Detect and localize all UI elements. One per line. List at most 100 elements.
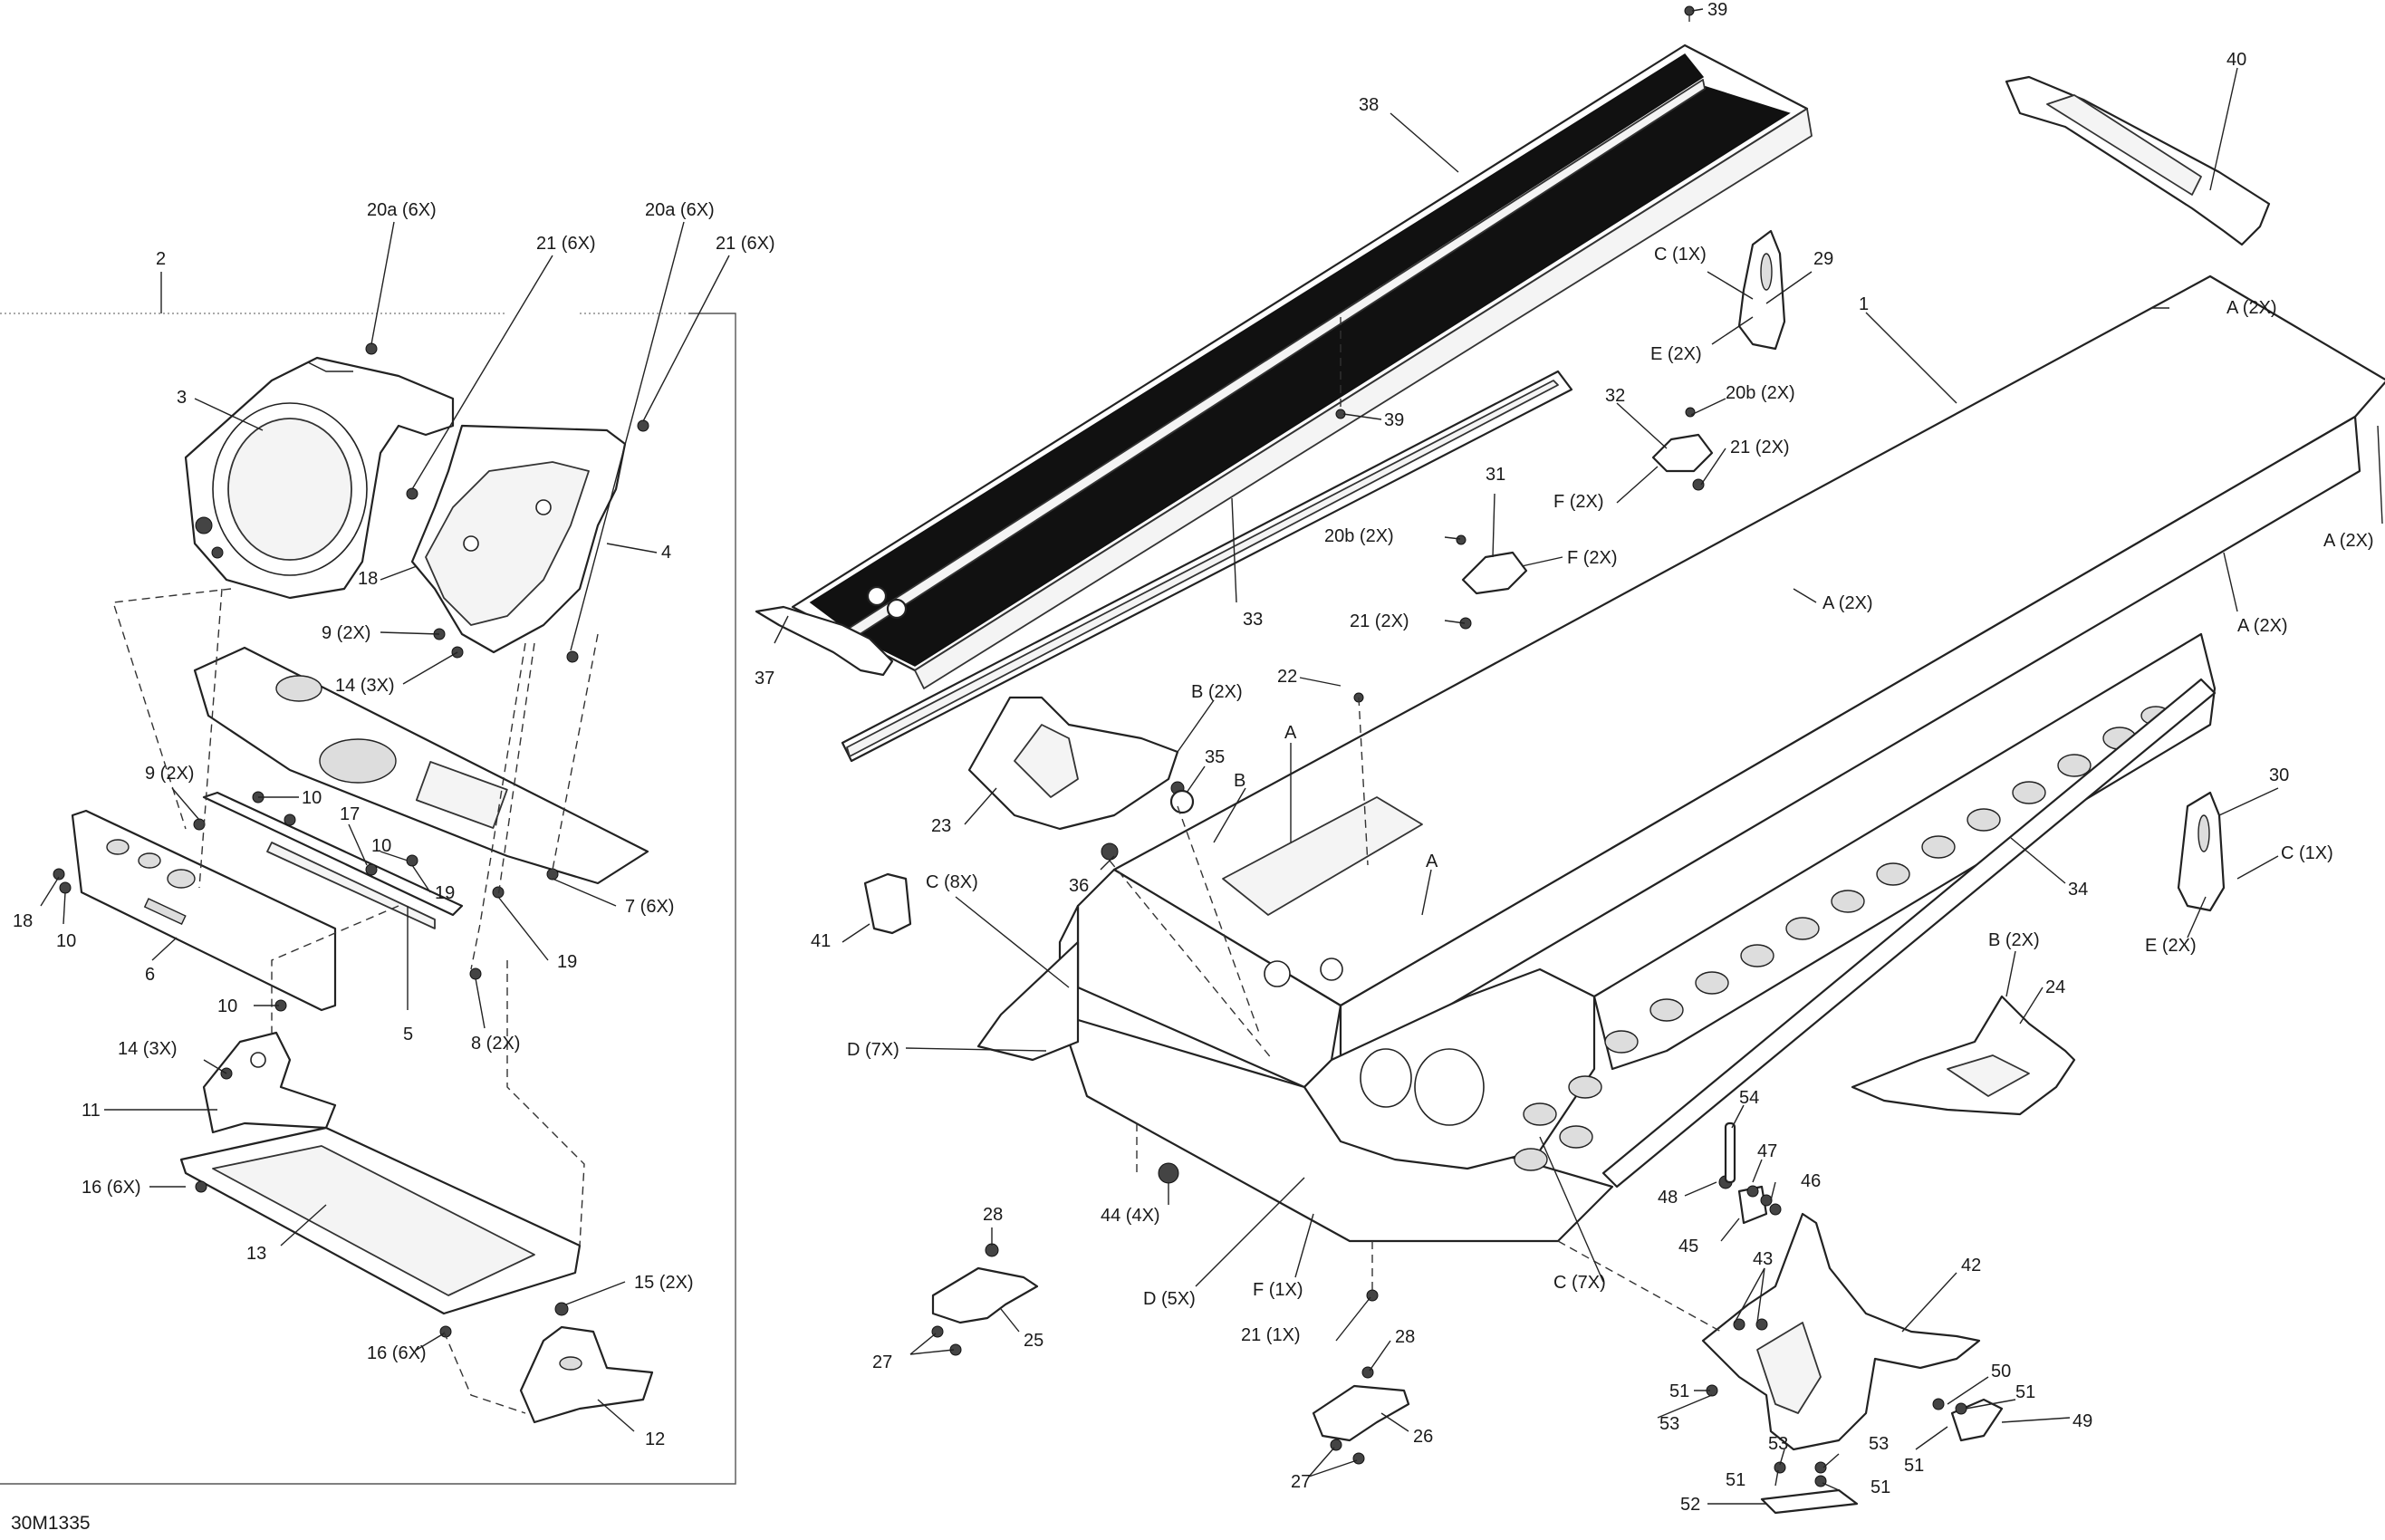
callout-label: F (2X) xyxy=(1553,492,1604,512)
callout-label: 20a (6X) xyxy=(367,200,437,220)
callout-label: C (1X) xyxy=(1654,245,1707,265)
callout-label: A xyxy=(1284,723,1297,743)
part-23-support xyxy=(967,696,1179,831)
callout-label: 51 xyxy=(1904,1456,1924,1476)
callout-label: 16 (6X) xyxy=(82,1178,141,1198)
callout-label: 21 (2X) xyxy=(1350,611,1409,631)
callout-label: D (5X) xyxy=(1143,1289,1196,1309)
upper-plate xyxy=(193,646,649,885)
callout-label: E (2X) xyxy=(1650,344,1702,364)
part-5-rail-bar xyxy=(202,791,464,929)
callout-label: 16 (6X) xyxy=(367,1343,427,1363)
callout-group-2: 2 xyxy=(156,249,166,269)
callout-label: 51 xyxy=(2015,1382,2035,1402)
callout-label: 10 xyxy=(371,836,391,856)
part-38-tunnel-cover xyxy=(791,43,1813,689)
callout-label: 20a (6X) xyxy=(645,200,715,220)
callout-label: 18 xyxy=(358,569,378,589)
callout-label: 32 xyxy=(1605,386,1625,406)
callout-label: 54 xyxy=(1739,1088,1759,1108)
part-30-bracket xyxy=(2177,791,2226,912)
callout-label: 18 xyxy=(13,911,33,931)
callout-label: 51 xyxy=(1669,1381,1689,1401)
part-29-bracket xyxy=(1737,229,1786,351)
callout-label: 42 xyxy=(1961,1256,1981,1275)
callout-label: 22 xyxy=(1277,667,1297,687)
callout-label: C (8X) xyxy=(926,872,978,892)
part-3-drive-housing xyxy=(184,356,455,600)
callout-label: F (2X) xyxy=(1567,548,1618,568)
part-25-footrest xyxy=(931,1266,1039,1324)
callout-label: 52 xyxy=(1680,1495,1700,1515)
part-1-tunnel xyxy=(976,274,2385,1243)
callout-label: C (1X) xyxy=(2281,843,2333,863)
callout-label: 7 (6X) xyxy=(625,897,674,917)
callout-label: 38 xyxy=(1359,95,1379,115)
callout-label: 17 xyxy=(340,804,360,824)
callout-label: A (2X) xyxy=(2237,616,2288,636)
callout-label: 14 (3X) xyxy=(335,676,395,696)
part-6-side-plate xyxy=(71,809,337,1012)
callout-label: 1 xyxy=(1859,294,1869,314)
part-42-rear-bracket xyxy=(1701,1212,1981,1451)
callout-label: 13 xyxy=(246,1244,266,1264)
callout-label: 34 xyxy=(2068,880,2088,900)
callout-label: 12 xyxy=(645,1429,665,1449)
callout-label: D (7X) xyxy=(847,1040,899,1060)
part-24-support xyxy=(1851,995,2076,1116)
part-12-corner-bracket xyxy=(519,1325,654,1424)
callout-label: 10 xyxy=(302,788,322,808)
callout-label: B (2X) xyxy=(1988,930,2040,950)
part-52-strap xyxy=(1760,1488,1859,1515)
callout-label: 9 (2X) xyxy=(145,764,194,784)
callout-label: 26 xyxy=(1413,1427,1433,1447)
part-31-clip xyxy=(1461,551,1528,595)
callout-label: 53 xyxy=(1768,1434,1788,1454)
callout-label: 9 (2X) xyxy=(322,623,370,643)
callout-label: 27 xyxy=(1291,1472,1311,1492)
callout-label: 20b (2X) xyxy=(1324,526,1394,546)
part-11-mount-bracket xyxy=(202,1031,337,1134)
callout-label: 24 xyxy=(2045,977,2065,997)
callout-label: 23 xyxy=(931,816,951,836)
part-40-rear-bumper xyxy=(2005,75,2271,246)
callout-label: 51 xyxy=(1726,1470,1745,1490)
callout-label: 21 (2X) xyxy=(1730,438,1790,457)
callout-label: C (7X) xyxy=(1553,1273,1606,1293)
part-34-side-rail xyxy=(1601,678,2217,1189)
left-alignment-lines xyxy=(112,588,599,1414)
callout-label: B xyxy=(1234,771,1245,791)
part-4-bracket-arm xyxy=(410,424,627,654)
callout-label: A xyxy=(1426,852,1438,871)
subassembly-frame xyxy=(0,272,736,1485)
callout-label: 21 (6X) xyxy=(716,234,775,254)
callout-label: 44 (4X) xyxy=(1101,1206,1160,1226)
callout-label: F (1X) xyxy=(1253,1280,1303,1300)
callout-label: 4 xyxy=(661,543,671,563)
callout-label: 28 xyxy=(1395,1327,1415,1347)
part-41-clip xyxy=(863,872,912,935)
callout-label: 20b (2X) xyxy=(1726,383,1795,403)
callout-label: 29 xyxy=(1813,249,1833,269)
callout-label: 21 (1X) xyxy=(1241,1325,1301,1345)
leader-lines xyxy=(40,8,2383,1505)
callout-label: 53 xyxy=(1869,1434,1889,1454)
callout-label: 49 xyxy=(2072,1411,2092,1431)
figure-code: 30M1335 xyxy=(11,1513,91,1534)
callout-label: 36 xyxy=(1069,876,1089,896)
part-26-footrest xyxy=(1312,1384,1410,1442)
callout-label: 11 xyxy=(82,1101,101,1121)
callout-label: 40 xyxy=(2226,50,2246,70)
callout-label: 33 xyxy=(1243,610,1263,630)
part-32-clip xyxy=(1651,433,1714,473)
callout-label: 35 xyxy=(1205,747,1225,767)
callout-label: A (2X) xyxy=(2226,298,2277,318)
callout-label: 41 xyxy=(811,931,831,951)
callout-label: 47 xyxy=(1757,1141,1777,1161)
callout-label: 30 xyxy=(2269,765,2289,785)
callout-label: 39 xyxy=(1707,0,1727,20)
main-alignment-lines xyxy=(1109,14,1722,1333)
callout-label: 39 xyxy=(1384,410,1404,430)
callout-label: 31 xyxy=(1486,465,1505,485)
callout-label: A (2X) xyxy=(2323,531,2374,551)
